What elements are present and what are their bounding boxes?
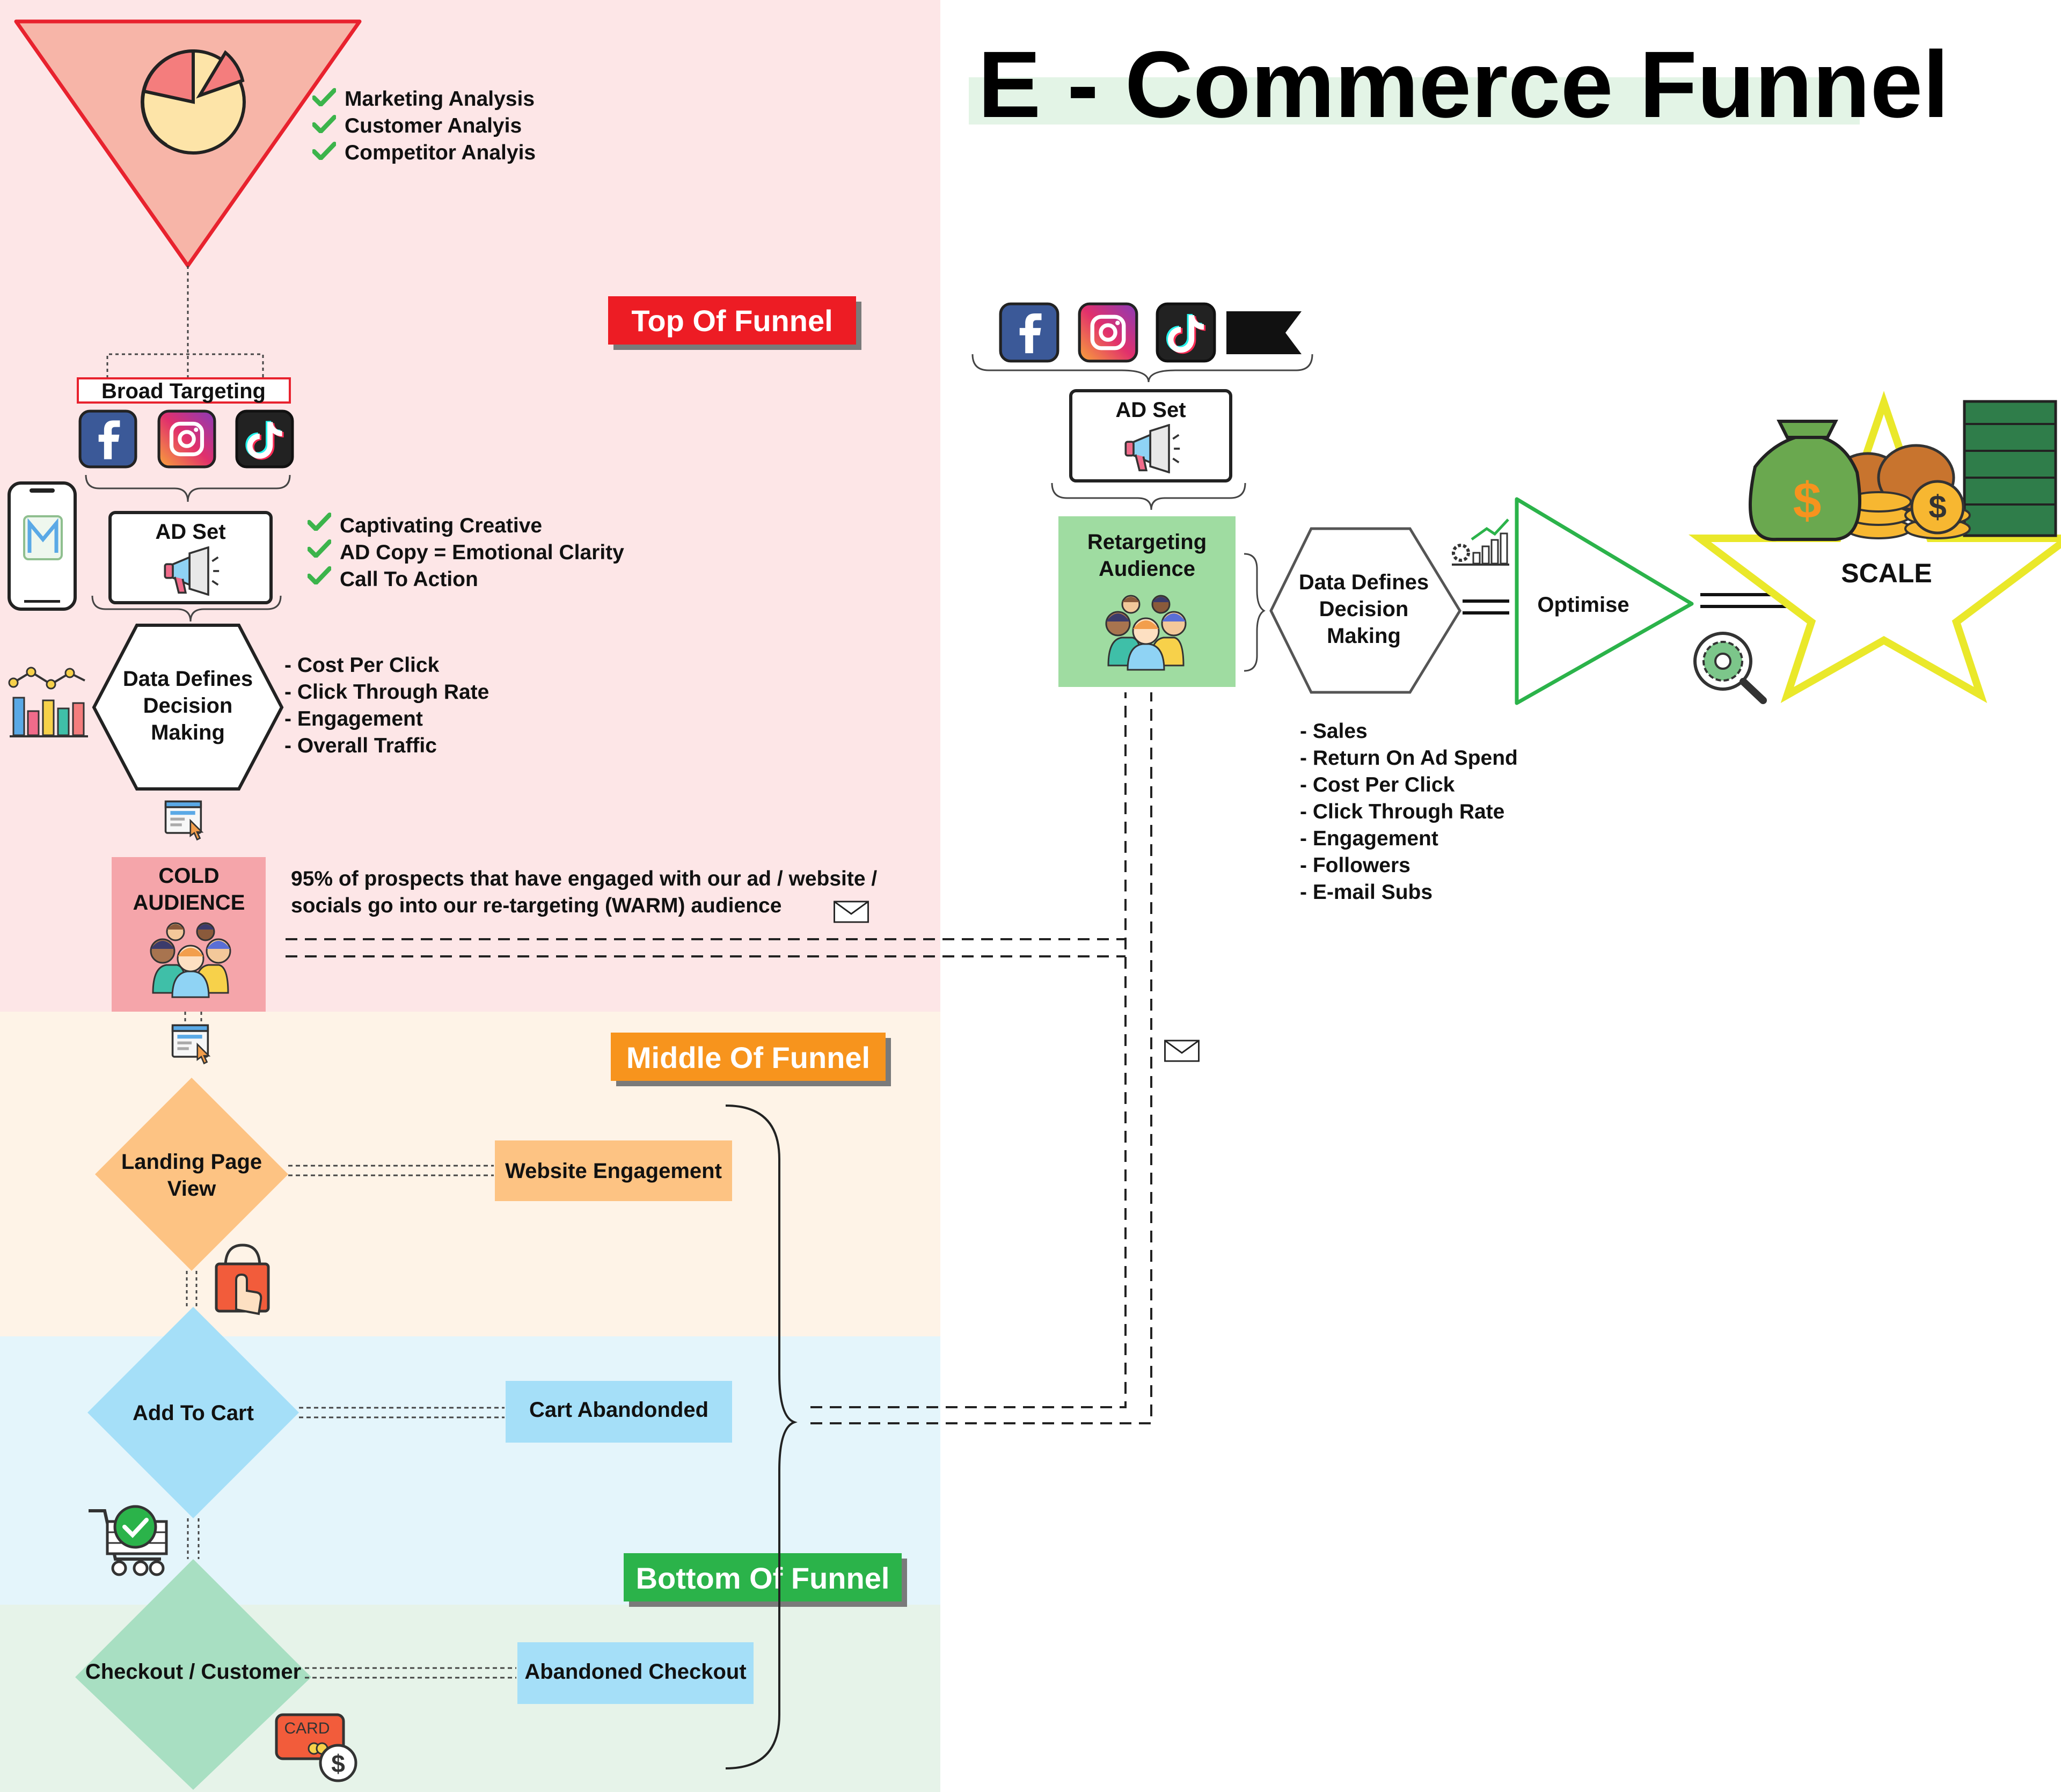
facebook-icon <box>1000 304 1058 361</box>
retargeting-audience-label: Audience <box>1099 557 1195 581</box>
facebook-icon <box>80 411 136 467</box>
creative-item: Captivating Creative <box>340 514 542 537</box>
metric-item: - Followers <box>1300 854 1410 877</box>
broad-targeting-label: Broad Targeting <box>101 379 266 403</box>
ad-set-bracket <box>91 595 282 622</box>
metric-item: - Engagement <box>284 707 423 730</box>
mobile-phone-icon <box>8 481 77 611</box>
metric-item: - Return On Ad Spend <box>1300 747 1518 770</box>
mail-icon <box>1164 1040 1200 1062</box>
flag-icon <box>1226 311 1302 354</box>
shopping-cart-icon <box>89 1505 168 1576</box>
shopping-bag-icon <box>215 1244 270 1315</box>
research-item: Customer Analyis <box>345 114 522 137</box>
metric-item: - Cost Per Click <box>284 654 440 677</box>
scale-star <box>1689 391 2061 704</box>
cart-abandoned-box <box>506 1381 732 1443</box>
platforms-bracket <box>85 474 291 502</box>
broad-targeting-box <box>77 377 291 404</box>
add-to-cart-diamond <box>87 1307 299 1518</box>
middle-of-funnel-badge <box>611 1033 886 1081</box>
middle-of-funnel-label: Middle Of Funnel <box>626 1041 870 1074</box>
research-item: Competitor Analyis <box>345 141 536 164</box>
magnifier-gear-icon <box>1693 632 1767 704</box>
decision-hexagon <box>92 624 284 791</box>
checkout-label: Checkout / Customer <box>85 1660 301 1684</box>
page-title: E - Commerce Funnel <box>978 32 1949 137</box>
top-of-funnel-label: Top Of Funnel <box>631 304 832 338</box>
money-pile-icon: $ $ <box>1749 400 2057 542</box>
decision-bracket <box>1244 553 1266 672</box>
svg-text:CARD: CARD <box>284 1720 330 1737</box>
optimise-label: Optimise <box>1537 593 1629 617</box>
metric-item: - Sales <box>1300 720 1368 743</box>
decision-label: Making <box>1327 624 1401 648</box>
metric-item: - Click Through Rate <box>1300 800 1504 823</box>
title-highlight <box>969 77 1860 125</box>
instagram-icon <box>159 411 215 467</box>
tiktok-icon <box>1157 304 1215 361</box>
metric-item: - E-mail Subs <box>1300 881 1433 904</box>
add-to-cart-label: Add To Cart <box>133 1401 254 1425</box>
website-engagement-label: Website Engagement <box>505 1159 722 1183</box>
metric-item: - Overall Traffic <box>284 734 437 757</box>
optimise-triangle <box>1515 497 1694 705</box>
landing-page-label: View <box>167 1177 216 1201</box>
retargeting-audience-label: Retargeting <box>1087 530 1207 554</box>
metric-item: - Cost Per Click <box>1300 773 1455 796</box>
svg-text:$: $ <box>1928 489 1946 525</box>
svg-text:$: $ <box>331 1750 345 1778</box>
decision-label: Decision <box>1319 597 1409 621</box>
svg-text:$: $ <box>1793 472 1822 529</box>
cold-audience-label: COLD <box>158 864 219 888</box>
analytics-chart-icon <box>8 667 88 737</box>
analytics-gear-icon <box>1452 518 1509 566</box>
ad-set-bracket <box>1051 482 1246 510</box>
decision-label: Decision <box>143 694 233 718</box>
top-of-funnel-badge <box>608 296 856 345</box>
mail-icon <box>834 901 869 923</box>
bottom-of-funnel-label: Bottom Of Funnel <box>636 1561 890 1595</box>
decision-hexagon <box>1269 527 1461 694</box>
funnel-stage-brace <box>725 1105 798 1769</box>
decision-label: Making <box>151 721 225 744</box>
platforms-bracket <box>971 354 1313 383</box>
cart-abandoned-label: Cart Abandonded <box>529 1398 708 1422</box>
decision-label: Data Defines <box>123 667 253 691</box>
abandoned-checkout-label: Abandoned Checkout <box>524 1660 746 1684</box>
credit-card-icon: CARD $ <box>275 1713 357 1782</box>
landing-page-diamond <box>95 1078 288 1271</box>
research-item: Marketing Analysis <box>345 87 535 111</box>
ad-set-label: AD Set <box>155 520 225 544</box>
ad-set-label: AD Set <box>1115 398 1186 422</box>
creative-item: Call To Action <box>340 568 478 591</box>
metric-item: - Click Through Rate <box>284 681 489 704</box>
website-engagement-box <box>495 1140 732 1201</box>
creative-item: AD Copy = Emotional Clarity <box>340 541 624 564</box>
abandoned-checkout-box <box>517 1642 754 1704</box>
metric-item: - Engagement <box>1300 827 1438 850</box>
checkout-diamond <box>75 1559 311 1790</box>
scale-label: SCALE <box>1841 558 1932 588</box>
instagram-icon <box>1079 304 1137 361</box>
tiktok-icon <box>237 411 293 467</box>
pie-chart-icon <box>141 49 246 155</box>
bottom-of-funnel-badge <box>624 1553 902 1601</box>
cold-audience-label: AUDIENCE <box>133 891 245 915</box>
connector-dashed <box>810 692 1127 1408</box>
retargeting-note: 95% of prospects that have engaged with … <box>291 867 877 890</box>
landing-page-label: Landing Page <box>121 1150 262 1174</box>
retargeting-note: socials go into our re-targeting (WARM) … <box>291 894 781 917</box>
decision-label: Data Defines <box>1299 570 1429 594</box>
